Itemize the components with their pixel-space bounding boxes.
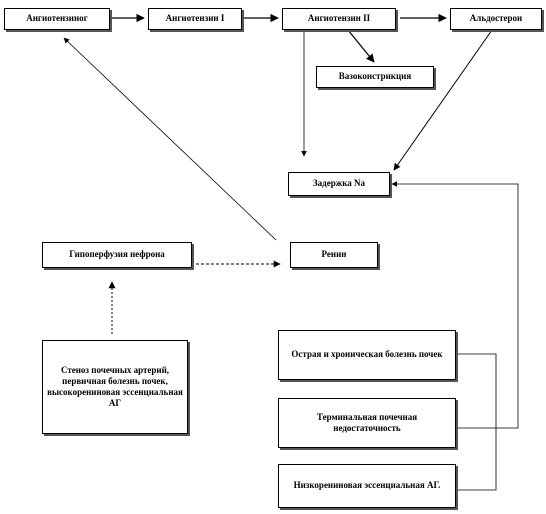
node-stenosis: Стеноз почечных артерий, первичная болез… <box>42 340 188 434</box>
arrow-aldosterone-to-na-retention <box>393 29 493 171</box>
node-angiotensin2-label: Ангиотензин II <box>307 13 371 24</box>
node-hypoperfusion: Гипоперфузия нефрона <box>42 242 192 268</box>
node-angiotensin2: Ангиотензин II <box>282 8 396 30</box>
node-angiotensin1: Ангиотензин I <box>148 8 242 30</box>
node-na-retention-label: Задержка Na <box>312 178 366 189</box>
node-aldosterone-label: Альдостерон <box>469 13 523 24</box>
node-low-renin-label: Низкорениновая эссенциальная АГ. <box>293 480 441 491</box>
node-hypoperfusion-label: Гипоперфузия нефрона <box>69 249 165 260</box>
node-stenosis-label: Стеноз почечных артерий, первичная болез… <box>47 364 183 409</box>
node-acute-chronic-label: Острая и хроническая болезнь почек <box>291 349 443 360</box>
node-vasoconstriction: Вазоконстрикция <box>316 66 434 88</box>
node-angiotensinogen-label: Ангиотензиног <box>26 13 88 24</box>
arrow-renin-to-angiotensinogen <box>63 37 277 241</box>
node-low-renin: Низкорениновая эссенциальная АГ. <box>278 464 456 508</box>
node-na-retention: Задержка Na <box>288 172 390 196</box>
node-vasoconstriction-label: Вазоконстрикция <box>338 71 412 82</box>
arrow-angiotensin2-to-vasoconstriction <box>347 29 375 63</box>
node-renin-label: Ренин <box>321 249 347 260</box>
node-aldosterone: Альдостерон <box>450 8 542 30</box>
node-acute-chronic: Острая и хроническая болезнь почек <box>278 330 456 380</box>
node-terminal-renal-label: Терминальная почечная недостаточность <box>316 411 418 433</box>
node-terminal-renal: Терминальная почечная недостаточность <box>278 398 456 448</box>
node-renin: Ренин <box>290 242 378 268</box>
arrow-right-feedback-to-na-retention <box>391 181 519 429</box>
node-angiotensinogen: Ангиотензиног <box>4 8 110 30</box>
bracket-disease-group <box>458 353 497 491</box>
node-angiotensin1-label: Ангиотензин I <box>165 13 225 24</box>
